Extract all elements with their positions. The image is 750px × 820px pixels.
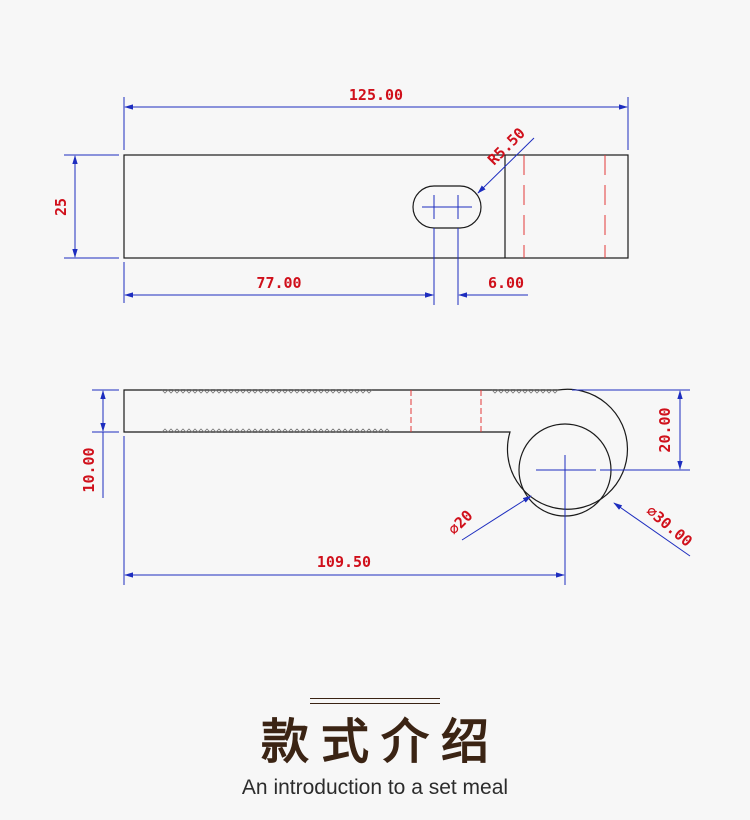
section-subtitle: An introduction to a set meal [241, 776, 509, 799]
top-view-body-outline [123, 154, 629, 259]
title-divider [310, 698, 440, 704]
dim-outer-diameter-leader [613, 502, 691, 557]
dim-thickness-text: 10.00 [80, 447, 98, 492]
knurl-top-right [491, 389, 559, 394]
footer: 款式介绍 An introduction to a set meal [0, 698, 750, 800]
dim-radius-text: R5.50 [484, 124, 529, 169]
side-view-arm-outline [123, 388, 629, 510]
technical-drawing: 125.00 25 R5.50 77.00 6.00 [52, 86, 696, 585]
dim-height-text: 25 [52, 198, 70, 216]
dim-radius-leader [477, 137, 535, 194]
dim-slot-width-text: 6.00 [488, 274, 524, 292]
dim-eye-height-text: 20.00 [656, 407, 674, 452]
knurl-top [161, 389, 373, 394]
section-title: 款式介绍 [260, 714, 501, 770]
dim-center-distance-text: 109.50 [317, 553, 371, 571]
dim-outer-diameter-text: ⌀30.00 [643, 502, 696, 551]
top-view: 125.00 25 R5.50 77.00 6.00 [52, 86, 629, 305]
knurl-bottom [161, 428, 391, 433]
side-view: 10.00 20.00 ⌀20 ⌀30.00 109.50 [80, 388, 696, 585]
slot-outline [412, 185, 482, 229]
dim-length-text: 125.00 [349, 86, 403, 104]
dim-inner-diameter-leader [461, 495, 532, 541]
dim-slot-pos-text: 77.00 [256, 274, 301, 292]
